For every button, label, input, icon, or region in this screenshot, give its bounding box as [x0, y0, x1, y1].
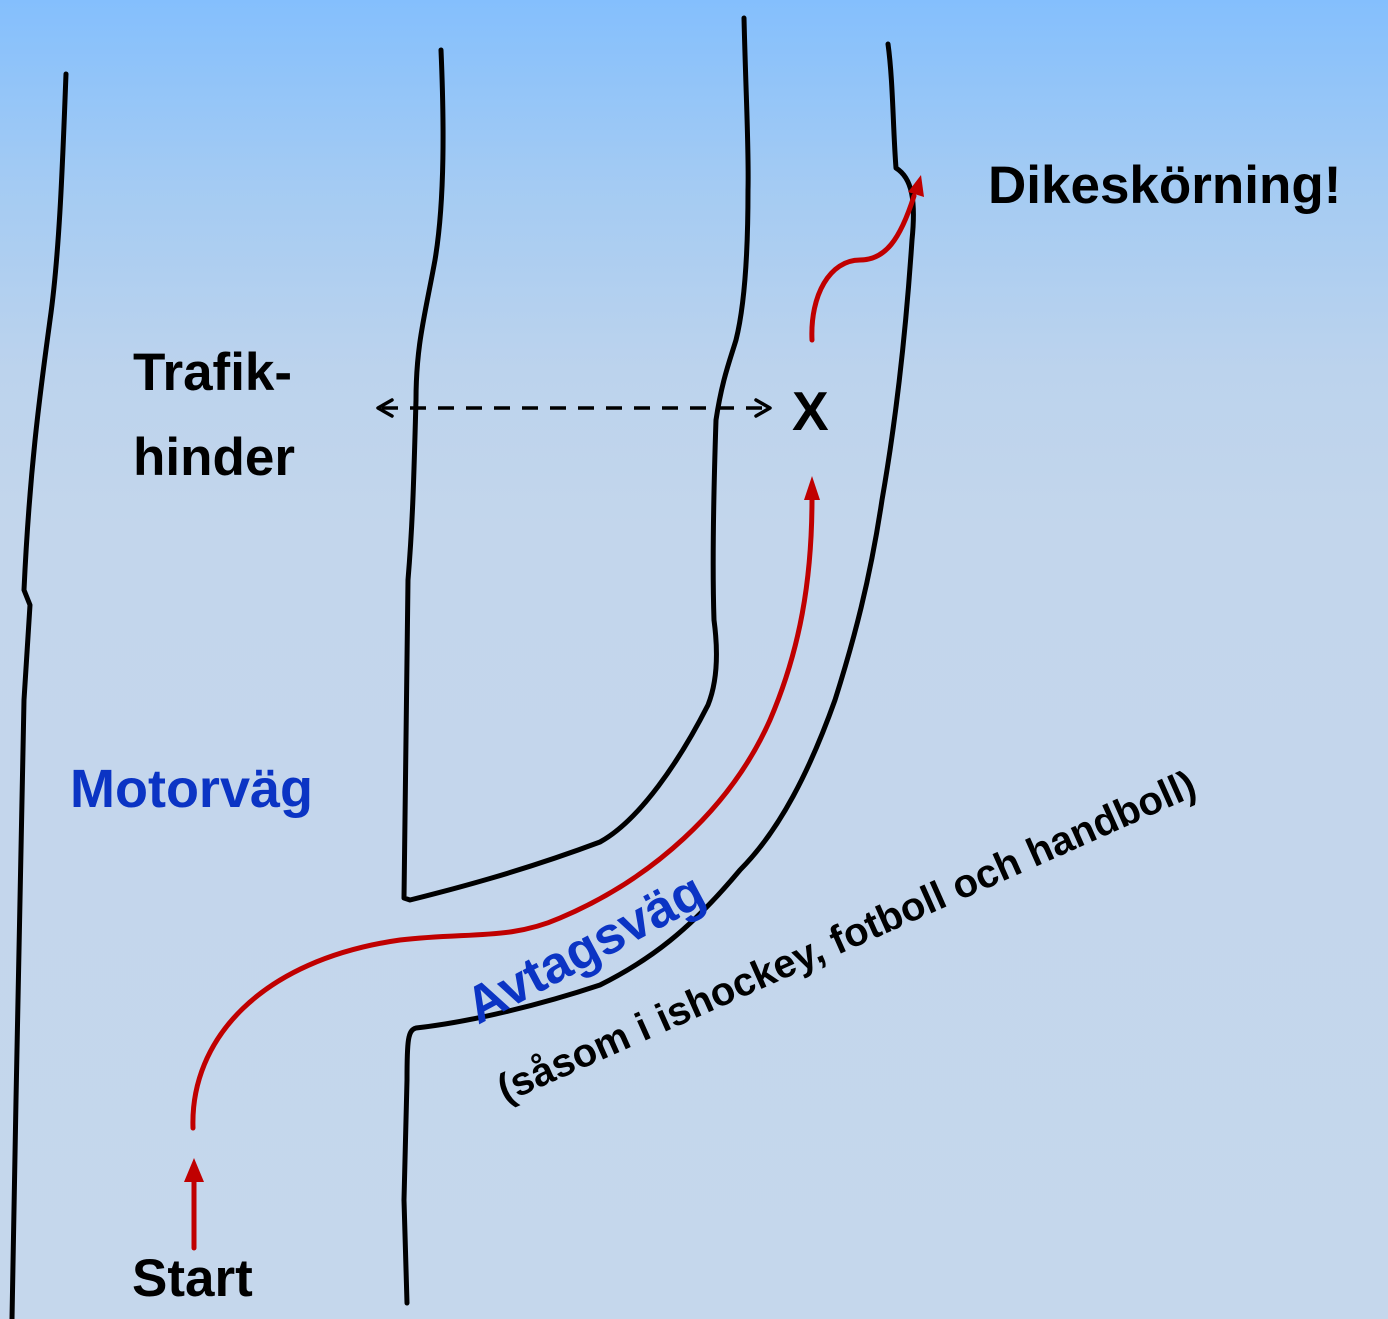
highway-right-edge: [401, 15, 751, 903]
obstacle-marker: X: [792, 380, 829, 442]
ditch-driving-label: Dikeskörning!: [988, 156, 1341, 215]
ditch-route-arrowhead: [908, 175, 924, 197]
highway-label: Motorväg: [70, 759, 313, 819]
dashed-left-arrowhead: [376, 398, 394, 418]
exit-route-arrowhead: [804, 476, 820, 500]
dashed-right-arrowhead: [754, 398, 772, 418]
obstacle-label-line1: Trafik-: [133, 343, 292, 402]
start-label: Start: [132, 1249, 253, 1308]
obstacle-label-line2: hinder: [133, 428, 295, 487]
highway-left-edge: [9, 71, 69, 1319]
exit-road-outer-edge: [401, 41, 916, 1306]
exit-route-path: [190, 495, 815, 1131]
ditch-route-path: [809, 193, 917, 343]
start-arrowhead: [184, 1158, 204, 1182]
